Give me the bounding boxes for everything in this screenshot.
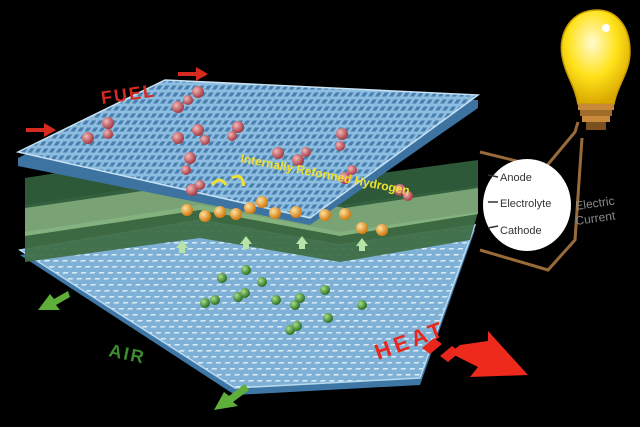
ion-flow-arrows [176, 236, 368, 253]
arrow-icon [450, 331, 528, 377]
air-arrow-bottom [214, 384, 249, 410]
heat-arrow [422, 331, 528, 377]
layer-key [483, 159, 571, 251]
anode-label: Anode [500, 172, 532, 184]
arrow-icon [178, 67, 208, 81]
electric-current-label-line1: Electric [574, 194, 615, 213]
fuel-arrow-left [26, 123, 56, 137]
electric-current-label-line2: Current [574, 208, 616, 228]
electrolyte-label: Electrolyte [500, 198, 551, 210]
cathode-label: Cathode [500, 225, 542, 237]
oxygen-ions [200, 265, 367, 335]
arrow-icon [38, 291, 70, 310]
electric-circuit [479, 121, 584, 272]
reformation-arrows [210, 174, 246, 187]
hydrogen-ions [181, 196, 388, 236]
air-arrow-left [38, 291, 70, 310]
arrow-icon [26, 123, 56, 137]
air-label: AIR [107, 340, 147, 367]
fuel-molecules [82, 86, 413, 201]
air-plate [17, 219, 477, 395]
fuel-arrow-right [178, 67, 208, 81]
light-bulb-icon [560, 9, 631, 130]
arrow-icon [214, 384, 249, 410]
fuel-plate [15, 79, 481, 225]
